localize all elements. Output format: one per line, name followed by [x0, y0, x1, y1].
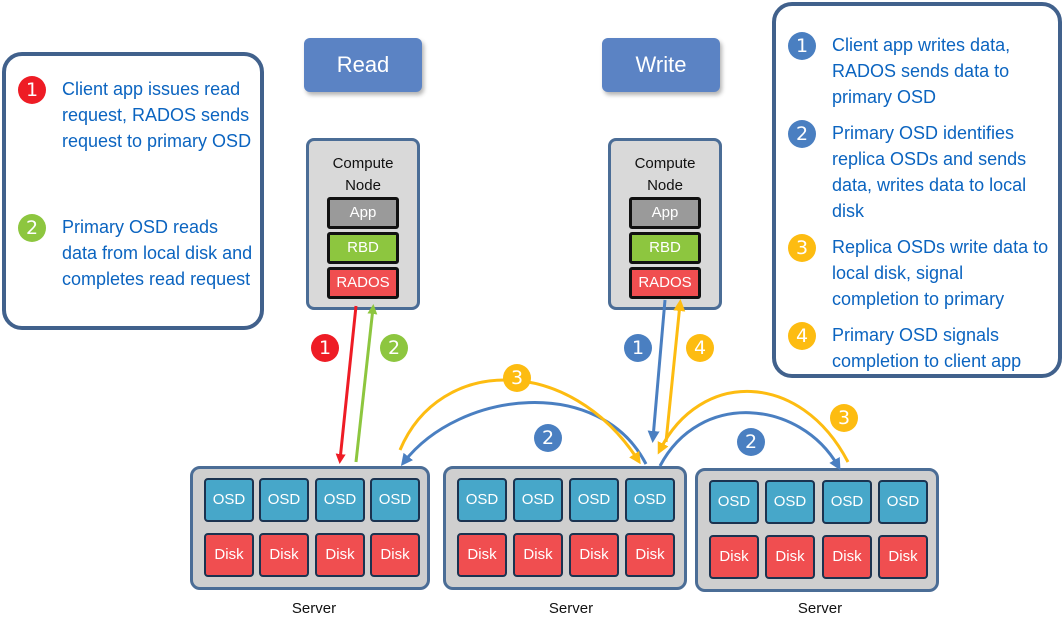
osd-cell: OSD — [513, 478, 563, 522]
write-step-1: 1 Client app writes data, RADOS sends da… — [788, 32, 1050, 110]
arrow-badge-write-2-left: 2 — [534, 424, 562, 452]
read-step-2: 2 Primary OSD reads data from local disk… — [18, 214, 254, 292]
server-1: OSD OSD OSD OSD Disk Disk Disk Disk — [190, 466, 430, 590]
replicate-arc-left — [400, 401, 648, 466]
read-label: Read — [304, 38, 422, 92]
osd-cell: OSD — [822, 480, 872, 524]
compute-node-read: Compute Node App RBD RADOS — [306, 138, 420, 310]
disk-cell: Disk — [569, 533, 619, 577]
arrow-badge-write-3-right: 3 — [830, 404, 858, 432]
read-request-arrow — [335, 305, 358, 464]
step-text: Primary OSD reads data from local disk a… — [62, 217, 253, 289]
rados-layer: RADOS — [629, 267, 701, 299]
osd-cell: OSD — [204, 478, 254, 522]
server-label: Server — [548, 600, 594, 617]
arrow-badge-read-1: 1 — [311, 334, 339, 362]
arrow-badge-write-1: 1 — [624, 334, 652, 362]
osd-cell: OSD — [709, 480, 759, 524]
step-text: Primary OSD identifies replica OSDs and … — [832, 123, 1027, 221]
step-badge: 4 — [788, 322, 816, 350]
step-text: Client app writes data, RADOS sends data… — [832, 35, 1011, 107]
osd-cell: OSD — [457, 478, 507, 522]
write-data-arrow — [647, 299, 667, 443]
disk-cell: Disk — [822, 535, 872, 579]
step-badge: 2 — [18, 214, 46, 242]
step-text: Primary OSD signals completion to client… — [832, 325, 1022, 371]
step-text: Replica OSDs write data to local disk, s… — [832, 237, 1049, 309]
disk-cell: Disk — [259, 533, 309, 577]
replica-ack-arc-left — [398, 378, 641, 465]
write-label: Write — [602, 38, 720, 92]
server-label: Server — [797, 600, 843, 617]
disk-cell: Disk — [457, 533, 507, 577]
server-3: OSD OSD OSD OSD Disk Disk Disk Disk — [695, 468, 939, 592]
compute-node-title: Compute Node — [634, 155, 696, 194]
arrow-badge-write-2-right: 2 — [737, 428, 765, 456]
disk-cell: Disk — [513, 533, 563, 577]
step-badge: 3 — [788, 234, 816, 262]
arrow-badge-write-4: 4 — [686, 334, 714, 362]
write-step-2: 2 Primary OSD identifies replica OSDs an… — [788, 120, 1050, 224]
write-complete-arrow — [664, 299, 686, 443]
read-step-1: 1 Client app issues read request, RADOS … — [18, 76, 254, 154]
osd-cell: OSD — [259, 478, 309, 522]
replica-ack-arc-right — [657, 390, 850, 463]
osd-cell: OSD — [765, 480, 815, 524]
primary-osd-cell: OSD — [625, 478, 675, 522]
app-layer: App — [327, 197, 399, 229]
step-badge: 1 — [18, 76, 46, 104]
read-complete-arrow — [354, 304, 378, 463]
compute-node-write: Compute Node App RBD RADOS — [608, 138, 722, 310]
disk-cell: Disk — [315, 533, 365, 577]
compute-node-title: Compute Node — [332, 155, 394, 194]
arrow-badge-read-2: 2 — [380, 334, 408, 362]
disk-cell: Disk — [765, 535, 815, 579]
arrow-badge-write-3-left: 3 — [503, 364, 531, 392]
rbd-layer: RBD — [629, 232, 701, 264]
step-text: Client app issues read request, RADOS se… — [62, 79, 252, 151]
osd-cell: OSD — [370, 478, 420, 522]
disk-cell: Disk — [625, 533, 675, 577]
write-step-4: 4 Primary OSD signals completion to clie… — [788, 322, 1050, 374]
server-label: Server — [291, 600, 337, 617]
write-step-3: 3 Replica OSDs write data to local disk,… — [788, 234, 1050, 312]
replicate-arc-right — [658, 411, 841, 471]
osd-cell: OSD — [569, 478, 619, 522]
app-layer: App — [629, 197, 701, 229]
rbd-layer: RBD — [327, 232, 399, 264]
disk-cell: Disk — [878, 535, 928, 579]
read-steps-note: 1 Client app issues read request, RADOS … — [2, 52, 264, 330]
step-badge: 2 — [788, 120, 816, 148]
disk-cell: Disk — [204, 533, 254, 577]
disk-cell: Disk — [370, 533, 420, 577]
write-steps-note: 1 Client app writes data, RADOS sends da… — [772, 2, 1062, 378]
osd-cell: OSD — [315, 478, 365, 522]
step-badge: 1 — [788, 32, 816, 60]
server-2: OSD OSD OSD OSD Disk Disk Disk Disk — [443, 466, 687, 590]
osd-cell: OSD — [878, 480, 928, 524]
disk-cell: Disk — [709, 535, 759, 579]
rados-layer: RADOS — [327, 267, 399, 299]
